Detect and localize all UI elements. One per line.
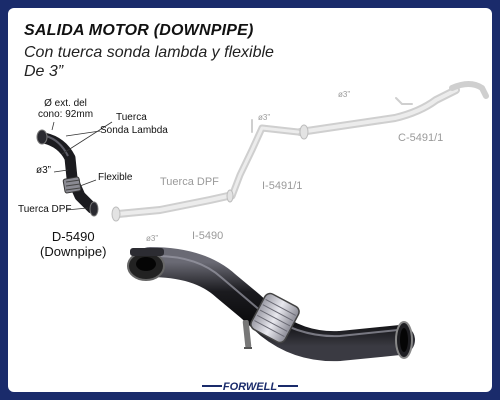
flexible-callout: Flexible bbox=[98, 172, 133, 183]
subtitle-line-2: De 3” bbox=[24, 63, 64, 80]
tuerca-callout: Tuerca bbox=[116, 112, 147, 123]
ghost-diameter-a: ø3” bbox=[338, 90, 350, 99]
diameter-callout-line-1: Ø ext. del bbox=[44, 98, 87, 109]
diameter-callout: Ø ext. del cono: 92mm bbox=[38, 98, 93, 120]
page-title: SALIDA MOTOR (DOWNPIPE) bbox=[24, 22, 254, 39]
rear-pipe-segment bbox=[296, 86, 460, 136]
diameter-3-callout: ø3” bbox=[36, 165, 51, 176]
product-code-block: D-5490 (Downpipe) bbox=[40, 229, 106, 259]
part-label-c5491: C-5491/1 bbox=[398, 132, 444, 144]
downpipe-photo bbox=[127, 247, 415, 362]
subtitle: Con tuerca sonda lambda y flexible De 3” bbox=[24, 43, 274, 81]
diameter-callout-line-2: cono: 92mm bbox=[38, 109, 94, 120]
ghost-diameter-b: ø3” bbox=[258, 113, 270, 122]
product-name: (Downpipe) bbox=[40, 244, 107, 259]
part-label-i5491: I-5491/1 bbox=[262, 180, 303, 192]
product-code: D-5490 bbox=[51, 229, 95, 244]
sonda-lambda-callout: Sonda Lambda bbox=[100, 125, 168, 136]
part-label-i5490: I-5490 bbox=[192, 230, 224, 242]
ghost-diameter-c: ø3” bbox=[146, 234, 158, 243]
subtitle-line-1: Con tuerca sonda lambda y flexible bbox=[24, 44, 274, 61]
forwell-logo: FORWELL bbox=[202, 381, 298, 393]
brand-name: FORWELL bbox=[223, 381, 277, 393]
tuerca-dpf-callout: Tuerca DPF bbox=[18, 204, 72, 215]
downpipe-mini-diagram bbox=[36, 121, 113, 217]
ghost-tuerca-dpf: Tuerca DPF bbox=[160, 176, 219, 188]
